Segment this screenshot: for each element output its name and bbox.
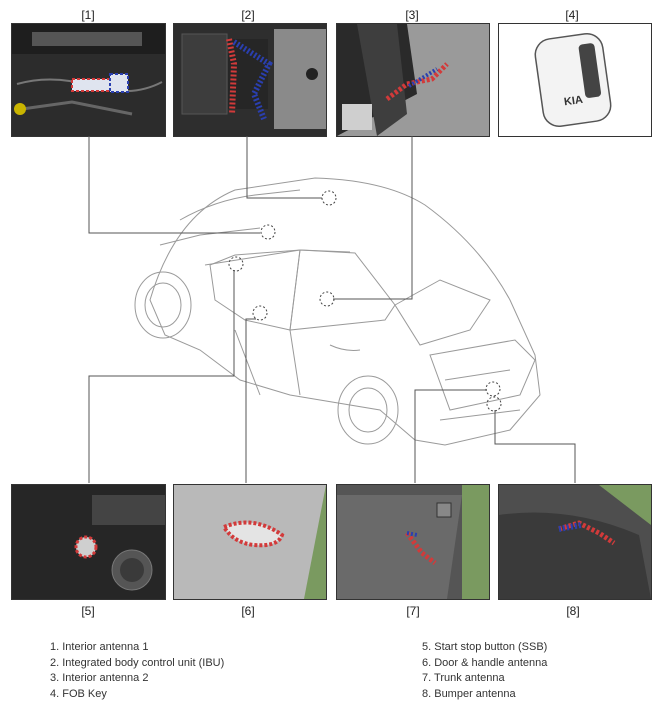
legend-item-6: 6. Door & handle antenna	[422, 657, 548, 669]
callout-label-2: [2]	[241, 8, 255, 22]
photo-fob-key: KIA	[498, 23, 652, 137]
legend-item-7: 7. Trunk antenna	[422, 672, 505, 684]
key-logo: KIA	[563, 94, 583, 109]
legend-item-1: 1. Interior antenna 1	[50, 641, 149, 653]
callout-label-6: [6]	[241, 604, 255, 618]
legend-item-2: 2. Integrated body control unit (IBU)	[50, 657, 225, 669]
callout-label-8: [8]	[566, 604, 580, 618]
legend-item-3: 3. Interior antenna 2	[50, 672, 149, 684]
photo-bumper-antenna	[498, 484, 652, 600]
photo-interior-antenna-1	[11, 23, 166, 137]
photo-ibu	[173, 23, 327, 137]
photo-interior-antenna-2	[336, 23, 490, 137]
photo-start-stop-button	[11, 484, 166, 600]
callout-label-5: [5]	[81, 604, 95, 618]
callout-label-1: [1]	[81, 8, 95, 22]
legend-item-4: 4. FOB Key	[50, 688, 107, 700]
legend-item-8: 8. Bumper antenna	[422, 688, 516, 700]
legend-item-5: 5. Start stop button (SSB)	[422, 641, 548, 653]
callout-label-3: [3]	[405, 8, 419, 22]
photo-door-handle	[173, 484, 327, 600]
callout-label-4: [4]	[565, 8, 579, 22]
photo-trunk-antenna	[336, 484, 490, 600]
callout-label-7: [7]	[406, 604, 420, 618]
